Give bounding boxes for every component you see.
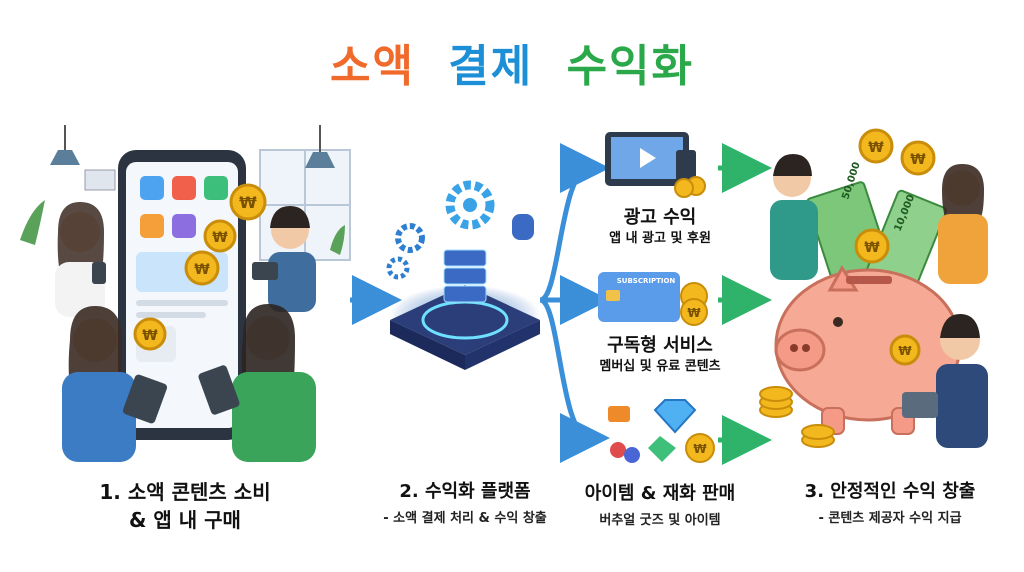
scene-consumers: ₩ ₩ ₩ ₩ bbox=[20, 125, 351, 462]
person-consumer bbox=[55, 202, 106, 317]
subscription-card-text: SUBSCRIPTION bbox=[617, 277, 676, 285]
arrow-to-ads bbox=[538, 143, 610, 303]
person-creator bbox=[902, 314, 988, 448]
svg-text:₩: ₩ bbox=[693, 442, 707, 456]
branch-ads-label: 광고 수익 앱 내 광고 및 후원 bbox=[585, 206, 735, 248]
title-part-3: 수익화 bbox=[566, 41, 695, 92]
branch-ads-subtitle: 앱 내 광고 및 후원 bbox=[609, 231, 711, 246]
person-consumer bbox=[252, 206, 316, 312]
svg-text:₩: ₩ bbox=[910, 152, 926, 168]
step2-subtitle: - 소액 결제 처리 & 수익 창출 bbox=[383, 511, 547, 526]
svg-text:₩: ₩ bbox=[868, 140, 884, 156]
lamp-icon bbox=[50, 150, 80, 165]
branch-items-title: 아이템 & 재화 판매 bbox=[584, 483, 736, 504]
svg-text:₩: ₩ bbox=[239, 193, 257, 212]
coin-icon: ₩ bbox=[889, 334, 921, 366]
gear-icon bbox=[445, 180, 495, 230]
coin-icon: ₩ bbox=[203, 219, 237, 253]
svg-text:₩: ₩ bbox=[212, 230, 228, 246]
step2-title: 2. 수익화 플랫폼 bbox=[399, 481, 531, 502]
lamp-icon bbox=[305, 152, 335, 168]
svg-text:₩: ₩ bbox=[898, 344, 912, 358]
gear-icon bbox=[395, 223, 425, 253]
title-part-2: 결제 bbox=[448, 41, 534, 92]
coin-icon: ₩ bbox=[858, 128, 894, 164]
step3-label: 3. 안정적인 수익 창출 - 콘텐츠 제공자 수익 지급 bbox=[770, 480, 1010, 528]
person-consumer bbox=[198, 304, 316, 462]
svg-text:₩: ₩ bbox=[142, 328, 158, 344]
server-icon bbox=[443, 249, 487, 303]
person-creator bbox=[770, 154, 818, 280]
person-creator bbox=[938, 164, 988, 284]
scene-revenue: 50,000 10,000 bbox=[759, 128, 988, 448]
step1-label: 1. 소액 콘텐츠 소비 & 앱 내 구매 bbox=[50, 478, 320, 534]
diamond-icon: ₩ bbox=[608, 399, 715, 463]
scene-platform bbox=[386, 180, 540, 370]
svg-text:₩: ₩ bbox=[194, 262, 210, 278]
step1-line2: & 앱 내 구매 bbox=[129, 508, 241, 532]
coin-stack-icon bbox=[759, 386, 835, 448]
tv-icon bbox=[605, 132, 706, 198]
gift-icon bbox=[172, 176, 196, 200]
branch-ads-title: 광고 수익 bbox=[623, 207, 697, 228]
step3-title: 3. 안정적인 수익 창출 bbox=[804, 481, 976, 502]
title-part-1: 소액 bbox=[329, 41, 415, 92]
page-title: 소액 결제 수익화 bbox=[0, 30, 1024, 94]
plant-icon bbox=[20, 200, 45, 245]
coin-icon: ₩ bbox=[133, 317, 167, 351]
branch-items-subtitle: 버추얼 굿즈 및 아이템 bbox=[599, 513, 721, 528]
tag-icon bbox=[608, 406, 630, 422]
person-consumer bbox=[62, 306, 168, 462]
coin-icon: ₩ bbox=[229, 183, 267, 221]
arrow-to-items bbox=[538, 297, 610, 463]
branch-items-label: 아이템 & 재화 판매 버추얼 굿즈 및 아이템 bbox=[560, 482, 760, 530]
coin-icon: ₩ bbox=[854, 228, 890, 264]
gear-icon bbox=[386, 256, 410, 280]
app-store-icon bbox=[140, 176, 164, 200]
branch-subscription-title: 구독형 서비스 bbox=[607, 335, 713, 356]
step1-line1: 1. 소액 콘텐츠 소비 bbox=[99, 480, 271, 504]
svg-text:₩: ₩ bbox=[687, 306, 701, 320]
svg-text:₩: ₩ bbox=[864, 240, 880, 256]
step3-subtitle: - 콘텐츠 제공자 수익 지급 bbox=[818, 511, 962, 526]
coin-icon: ₩ bbox=[680, 282, 708, 326]
cart-icon bbox=[140, 214, 164, 238]
piggy-bank-icon bbox=[774, 265, 962, 435]
database-icon bbox=[512, 214, 534, 240]
branch-subscription-label: 구독형 서비스 멤버십 및 유료 콘텐츠 bbox=[570, 334, 750, 376]
coin-icon: ₩ bbox=[900, 140, 936, 176]
coin-icon: ₩ bbox=[184, 250, 220, 286]
image-icon bbox=[204, 176, 228, 200]
step2-label: 2. 수익화 플랫폼 - 소액 결제 처리 & 수익 창출 bbox=[350, 480, 580, 528]
credit-card-icon: SUBSCRIPTION ₩ bbox=[598, 272, 708, 326]
branch-subscription-subtitle: 멤버십 및 유료 콘텐츠 bbox=[599, 359, 721, 374]
